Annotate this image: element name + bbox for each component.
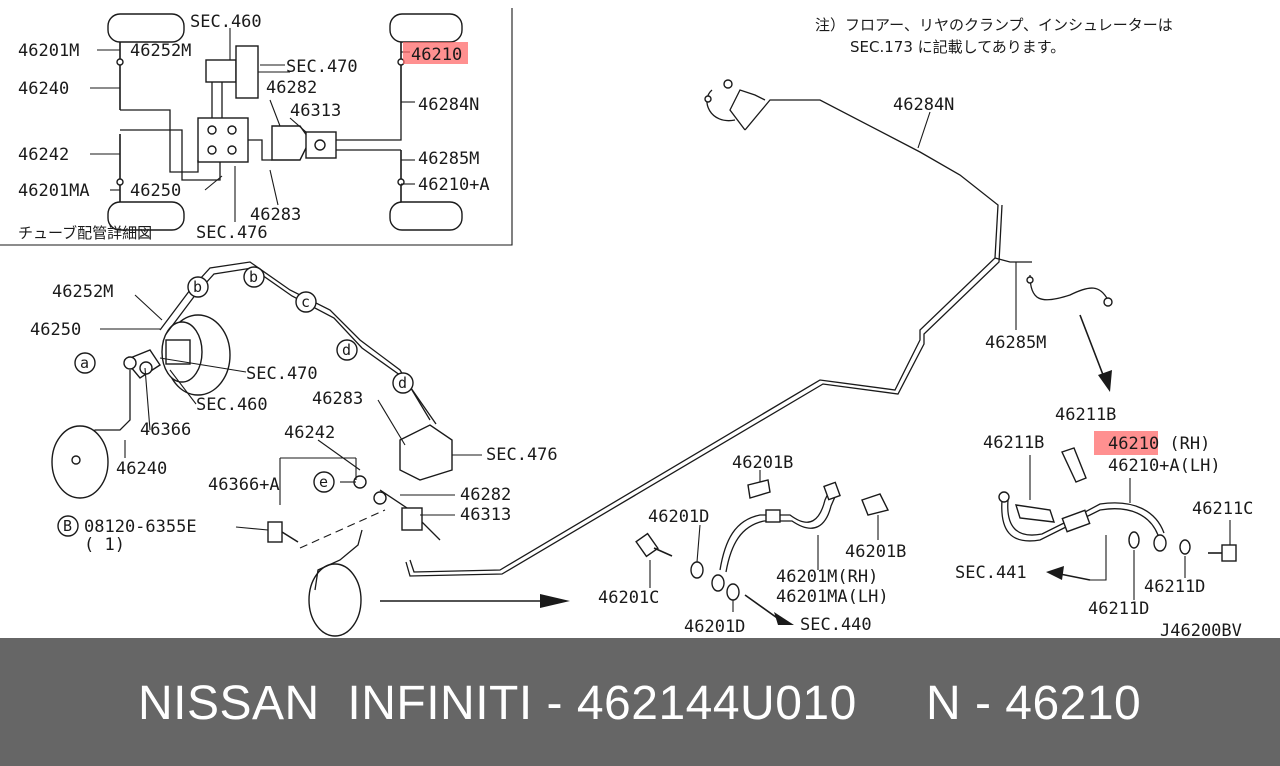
label-46242: 46242 (284, 423, 335, 443)
label-sec440: SEC.440 (800, 615, 872, 635)
label-46284n-inset: 46284N (418, 95, 479, 115)
label-46201d-bottom: 46201D (684, 617, 745, 637)
label-46285m: 46285M (985, 333, 1046, 353)
circle-a: a (80, 354, 89, 372)
note-line-2: SEC.173 に記載してあります。 (850, 38, 1065, 56)
label-sec441: SEC.441 (955, 563, 1027, 583)
label-sec460: SEC.460 (196, 395, 268, 415)
label-bolt-part: 08120-6355E (84, 517, 197, 537)
note-line-1: 注）フロアー、リヤのクランプ、インシュレーターは (815, 16, 1173, 34)
label-46252m: 46252M (52, 282, 113, 302)
label-46210a-lh: 46210+A(LH) (1108, 456, 1221, 476)
wheel-rear-left (107, 201, 185, 231)
label-46211b-top: 46211B (1055, 405, 1116, 425)
label-46285m-inset: 46285M (418, 149, 479, 169)
highlight-46210-rh (1094, 431, 1158, 455)
inset-caption: チューブ配管詳細図 (18, 224, 152, 242)
wheel-front-left (107, 13, 185, 43)
circle-e: e (319, 473, 328, 491)
label-46366a: 46366+A (208, 475, 280, 495)
label-46201d-top: 46201D (648, 507, 709, 527)
label-46201b-right: 46201B (845, 542, 906, 562)
label-46252m-inset: 46252M (130, 41, 191, 61)
diagram-id: J46200BV (1160, 621, 1242, 638)
label-46250: 46250 (30, 320, 81, 340)
label-46282-inset: 46282 (266, 78, 317, 98)
circle-b-2: b (249, 268, 258, 286)
label-46201m-inset: 46201M (18, 41, 79, 61)
label-sec470-inset: SEC.470 (286, 57, 358, 77)
circle-d-2: d (398, 374, 407, 392)
label-sec476-inset: SEC.476 (196, 223, 268, 243)
highlight-46210-inset (403, 42, 468, 64)
label-46201ma-inset: 46201MA (18, 181, 90, 201)
part-number-footer: NISSAN INFINITI - 462144U010 N - 46210 (0, 638, 1280, 766)
label-46210-inset: 46210 (411, 45, 462, 65)
label-46201ma-lh: 46201MA(LH) (776, 587, 889, 607)
label-46240-inset: 46240 (18, 79, 69, 99)
circle-d-1: d (342, 341, 351, 359)
label-46211c: 46211C (1192, 499, 1253, 519)
wheel-front-right (389, 13, 463, 43)
label-46284n: 46284N (893, 95, 954, 115)
circle-bolt-b: B (63, 517, 72, 535)
label-46242-inset: 46242 (18, 145, 69, 165)
label-46211b-left: 46211B (983, 433, 1044, 453)
label-46210a-inset: 46210+A (418, 175, 490, 195)
left-assembly: b b c d d a e B 46252M 46250 SEC.470 SEC… (30, 261, 570, 637)
label-46201b-top: 46201B (732, 453, 793, 473)
label-46211d-bottom: 46211D (1088, 599, 1149, 619)
label-sec460-inset: SEC.460 (190, 12, 262, 32)
label-46211d-right: 46211D (1144, 577, 1205, 597)
label-46250-inset: 46250 (130, 181, 181, 201)
wheel-rear-right (389, 201, 463, 231)
label-46210-rh: 46210 (RH) (1108, 434, 1210, 454)
label-bolt-qty: ( 1) (84, 535, 125, 555)
front-hose-detail: 46201B 46201D 46201C 46201D 46201M(RH) 4… (598, 453, 906, 637)
label-46201m-rh: 46201M(RH) (776, 567, 878, 587)
label-46240: 46240 (116, 459, 167, 479)
label-46282: 46282 (460, 485, 511, 505)
circle-c: c (301, 293, 310, 311)
label-46313: 46313 (460, 505, 511, 525)
circle-b-1: b (193, 278, 202, 296)
part-number-text: NISSAN INFINITI - 462144U010 N - 46210 (138, 677, 1142, 730)
label-sec470: SEC.470 (246, 364, 318, 384)
label-46201c: 46201C (598, 588, 659, 608)
main-tube-46284n: 46284N 46285M (405, 79, 1113, 577)
label-sec476: SEC.476 (486, 445, 558, 465)
inset-detail: SEC.460 46201M 46252M SEC.470 46210 4624… (0, 8, 513, 246)
rear-hose-detail: 46211B 46211B 46210 (RH) 46210+A(LH) 462… (955, 405, 1253, 638)
brake-tube-diagram: SEC.460 46201M 46252M SEC.470 46210 4624… (0, 8, 1253, 638)
label-46366: 46366 (140, 420, 191, 440)
label-46313-inset: 46313 (290, 101, 341, 121)
label-46283-inset: 46283 (250, 205, 301, 225)
label-46283: 46283 (312, 389, 363, 409)
